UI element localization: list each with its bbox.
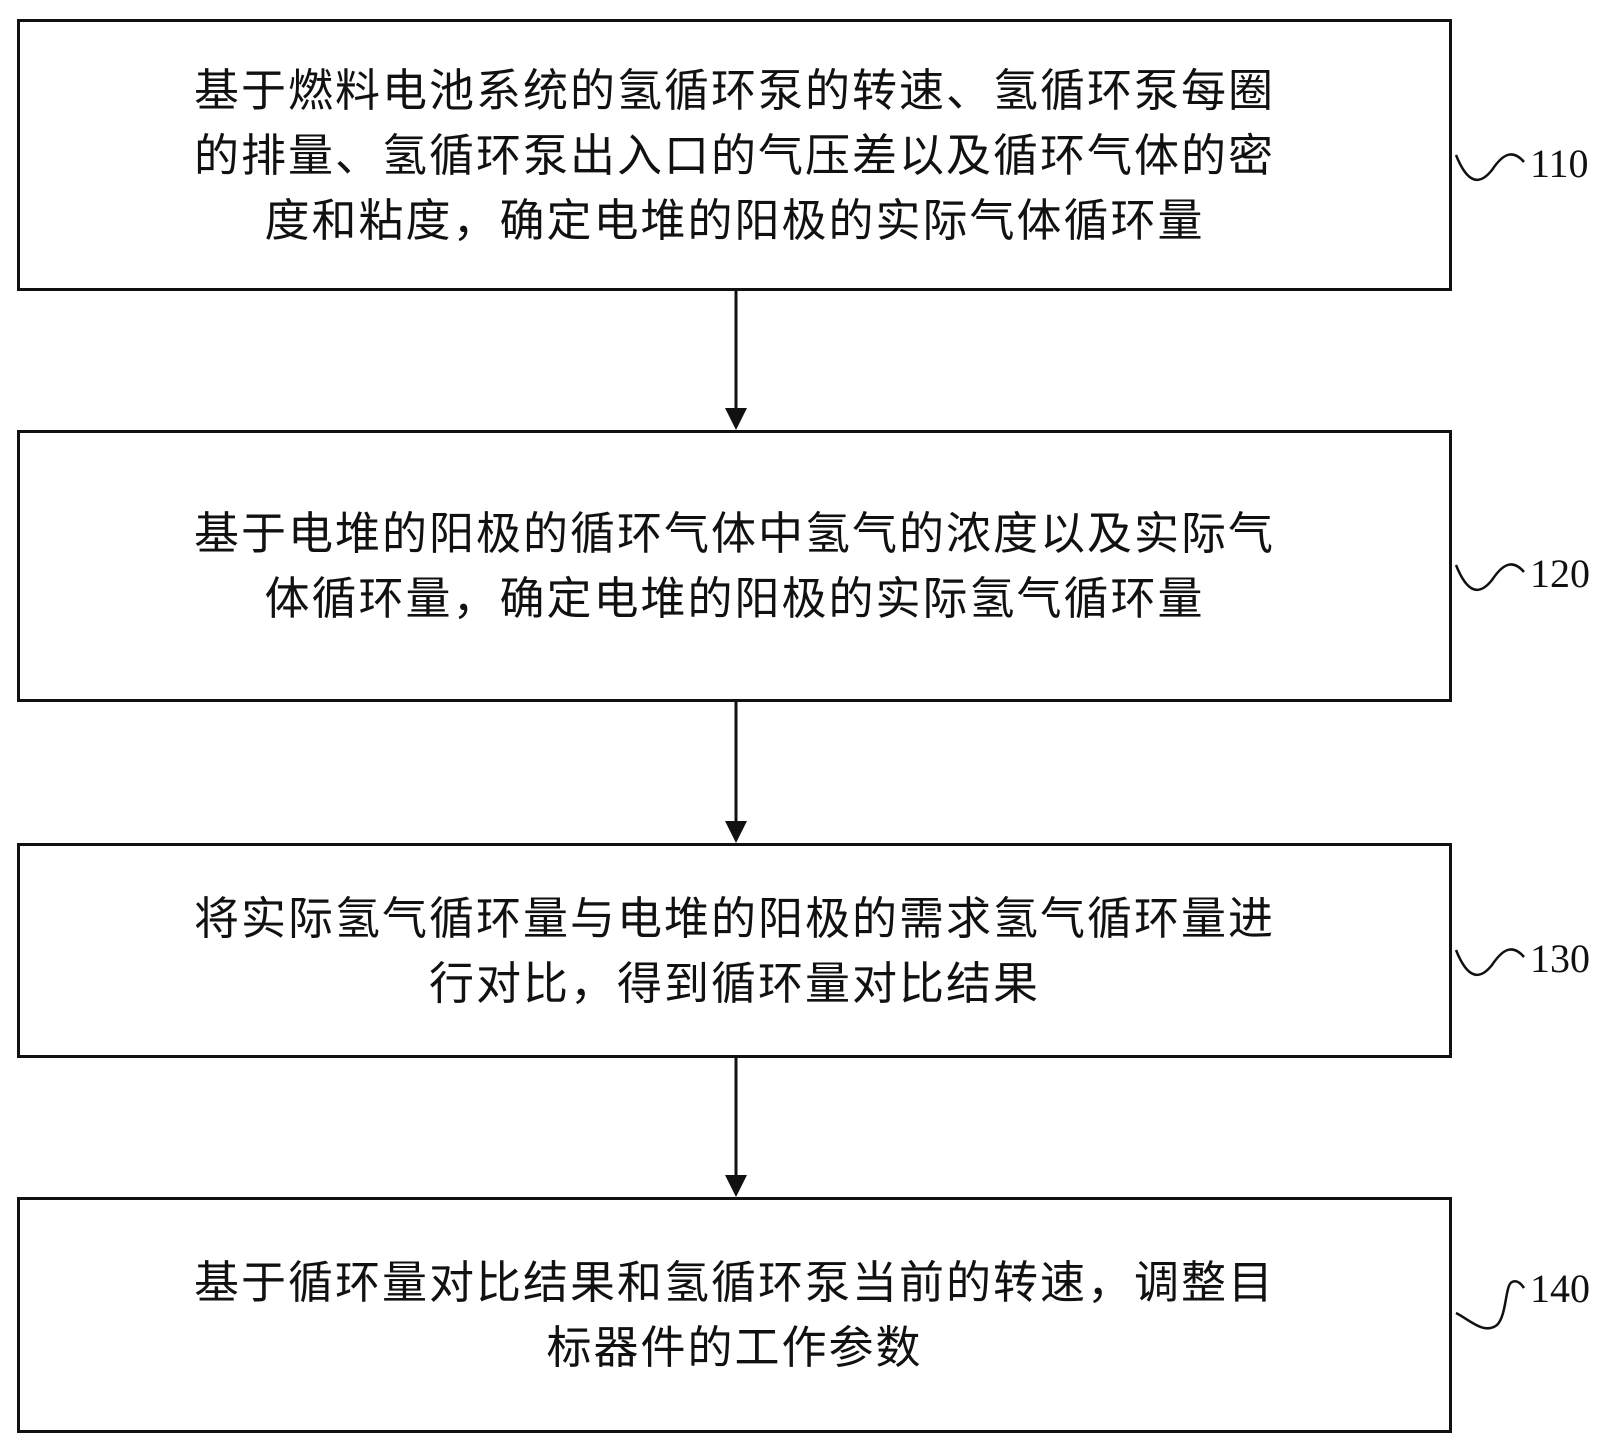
step-110-line-2: 的排量、氢循环泵出入口的气压差以及循环气体的密 [193,128,1275,182]
step-text-120: 基于电堆的阳极的循环气体中氢气的浓度以及实际气 体循环量，确定电堆的阳极的实际氢… [168,501,1301,631]
step-text-110: 基于燃料电池系统的氢循环泵的转速、氢循环泵每圈 的排量、氢循环泵出入口的气压差以… [168,58,1301,253]
step-130-line-2: 行对比，得到循环量对比结果 [428,956,1040,1010]
leader-line-110 [1454,153,1525,182]
step-box-130: 将实际氢气循环量与电堆的阳极的需求氢气循环量进 行对比，得到循环量对比结果 [17,843,1452,1058]
step-110-line-3: 度和粘度，确定电堆的阳极的实际气体循环量 [264,193,1205,247]
step-text-140: 基于循环量对比结果和氢循环泵当前的转速，调整目 标器件的工作参数 [168,1250,1301,1380]
leader-line-140 [1455,1280,1526,1330]
leader-line-120 [1454,563,1525,592]
arrow-120-to-130 [725,702,747,843]
step-140-line-2: 标器件的工作参数 [546,1321,923,1374]
step-120-line-1: 基于电堆的阳极的循环气体中氢气的浓度以及实际气 [193,507,1275,560]
leader-line-130 [1454,948,1525,977]
ref-label-130: 130 [1530,936,1590,981]
step-110-line-1: 基于燃料电池系统的氢循环泵的转速、氢循环泵每圈 [193,63,1275,117]
ref-label-120: 120 [1530,551,1590,596]
step-140-line-1: 基于循环量对比结果和氢循环泵当前的转速，调整目 [193,1256,1275,1309]
step-box-120: 基于电堆的阳极的循环气体中氢气的浓度以及实际气 体循环量，确定电堆的阳极的实际氢… [17,430,1452,702]
step-box-140: 基于循环量对比结果和氢循环泵当前的转速，调整目 标器件的工作参数 [17,1197,1452,1433]
arrow-110-to-120 [725,291,747,430]
step-130-line-1: 将实际氢气循环量与电堆的阳极的需求氢气循环量进 [193,891,1275,945]
arrow-130-to-140 [725,1058,747,1197]
ref-label-140: 140 [1530,1266,1590,1311]
step-120-line-2: 体循环量，确定电堆的阳极的实际氢气循环量 [264,572,1205,625]
ref-label-110: 110 [1530,141,1589,186]
step-text-130: 将实际氢气循环量与电堆的阳极的需求氢气循环量进 行对比，得到循环量对比结果 [168,886,1301,1016]
step-box-110: 基于燃料电池系统的氢循环泵的转速、氢循环泵每圈 的排量、氢循环泵出入口的气压差以… [17,19,1452,291]
